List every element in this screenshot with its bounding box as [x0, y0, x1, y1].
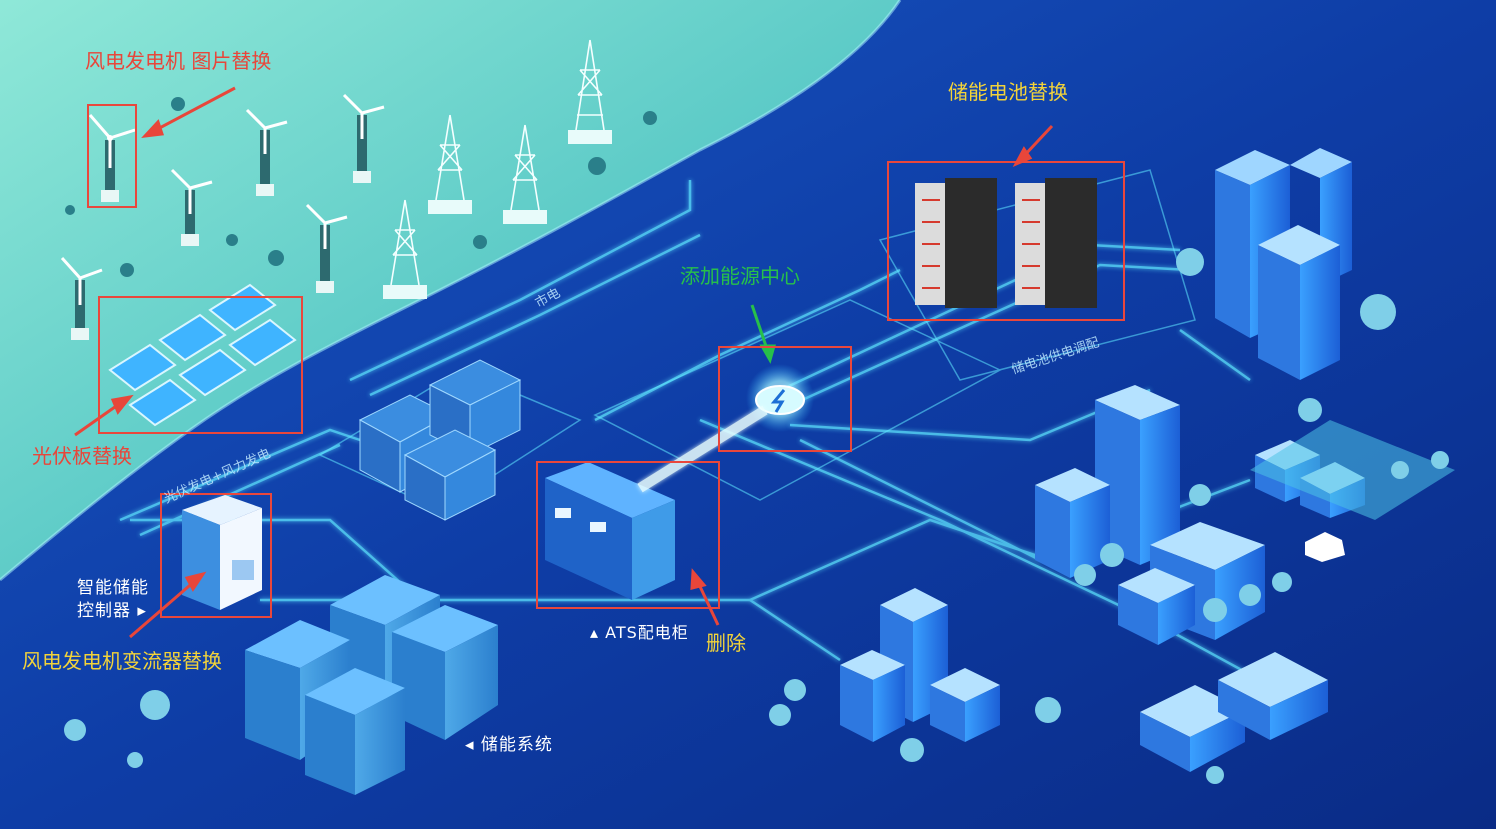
coast-trees	[65, 97, 657, 277]
storage-cabinets	[245, 575, 498, 795]
battery-racks	[915, 178, 1097, 308]
wind-turbine-highlight-box	[87, 104, 137, 208]
pv-panel-highlight-box	[98, 296, 303, 434]
battery-replace-note: 储能电池替换	[948, 80, 1068, 104]
energy-center-orb	[637, 364, 814, 493]
coastline	[0, 0, 902, 582]
ats-cabinet-graphic	[545, 462, 675, 600]
energy-center-highlight-box	[718, 346, 852, 452]
storage-system-label: ◂ 储能系统	[465, 735, 553, 755]
battery-highlight-box	[887, 161, 1125, 321]
pv-panel-replace-note: 光伏板替换	[32, 444, 132, 468]
smart-controller-label-line2: 控制器 ▸	[77, 601, 147, 621]
ats-cabinet-label: ▴ ATS配电柜	[590, 623, 689, 642]
converter-replace-note: 风电发电机变流器替换	[22, 649, 222, 673]
wind-turbine-replace-note: 风电发电机 图片替换	[85, 49, 272, 73]
city-trees	[64, 248, 1449, 784]
car	[1305, 532, 1345, 562]
transformers	[358, 359, 522, 521]
converter-highlight-box	[160, 493, 272, 618]
city-buildings	[840, 148, 1455, 772]
add-energy-center-note: 添加能源中心	[680, 264, 800, 288]
wind-turbines	[60, 93, 385, 340]
smart-controller-label-line1: 智能储能	[77, 578, 149, 598]
delete-note: 删除	[706, 631, 746, 655]
ats-highlight-box	[536, 461, 720, 609]
pv-panels	[108, 283, 297, 427]
annotation-arrows	[74, 86, 1054, 639]
coast-area	[0, 0, 900, 580]
transmission-towers	[383, 39, 612, 299]
